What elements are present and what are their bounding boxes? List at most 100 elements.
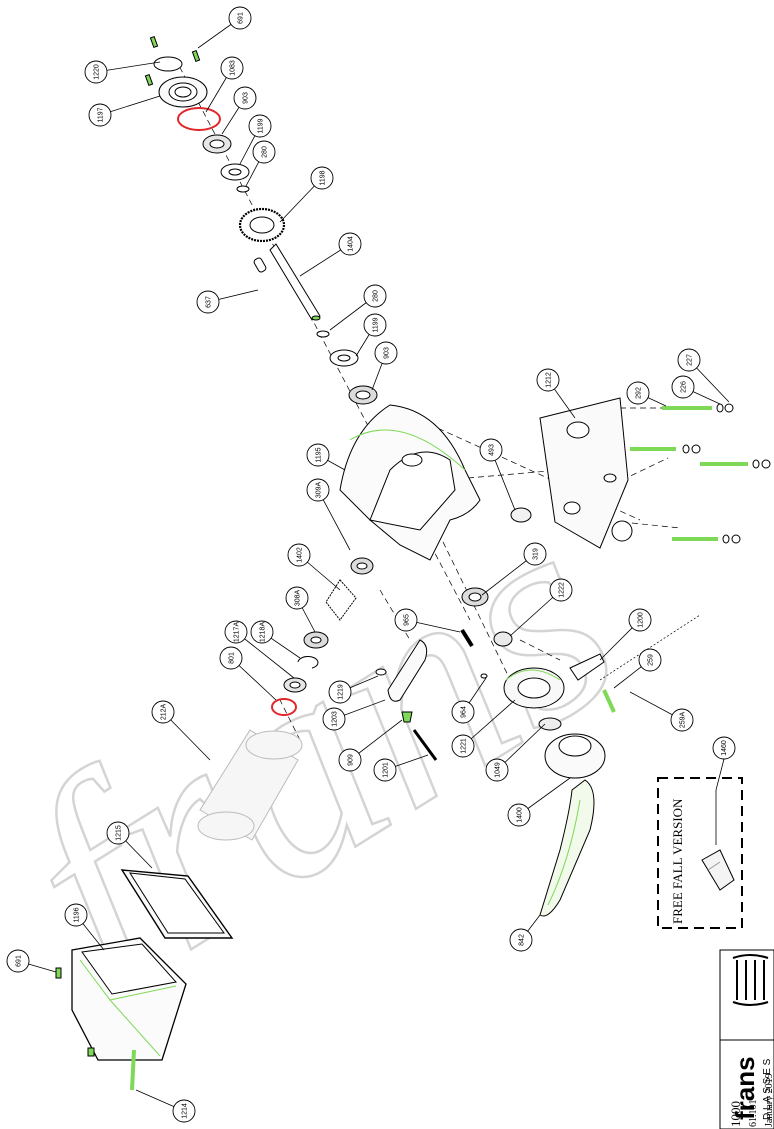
pin-1201 bbox=[412, 729, 438, 761]
stud-292-d bbox=[672, 534, 741, 544]
label-bubble bbox=[84, 60, 108, 84]
label-text: 280 bbox=[373, 290, 380, 302]
label-bubble bbox=[373, 758, 397, 782]
plate-1212 bbox=[539, 397, 629, 549]
label-bubble bbox=[252, 140, 276, 164]
shaft-1404 bbox=[269, 243, 321, 321]
label-bubble bbox=[671, 375, 695, 399]
part-label-801: 801 bbox=[219, 646, 277, 701]
label-text: 1404 bbox=[348, 236, 355, 252]
label-text: 1220 bbox=[94, 64, 101, 80]
lever-1203 bbox=[387, 639, 428, 702]
label-text: 903 bbox=[384, 347, 391, 359]
label-text: 319 bbox=[533, 548, 540, 560]
drawing-number: 61.101 bbox=[748, 1100, 759, 1128]
part-label-309A: 309A bbox=[306, 478, 351, 551]
label-text: 1049 bbox=[495, 762, 502, 778]
part-label-1212: 1212 bbox=[536, 368, 576, 419]
handle-842 bbox=[539, 779, 595, 917]
label-bubble bbox=[638, 648, 662, 672]
label-bubble bbox=[509, 928, 533, 952]
drawing-date: January 2019 bbox=[764, 1073, 774, 1127]
nut-909 bbox=[401, 711, 413, 723]
label-bubble bbox=[196, 290, 220, 314]
label-text: 1201 bbox=[383, 762, 390, 778]
label-bubble bbox=[536, 368, 560, 392]
part-label-1219: 1219 bbox=[328, 675, 379, 704]
label-text: 259A bbox=[680, 712, 687, 729]
part-label-1215: 1215 bbox=[106, 821, 153, 869]
screw-691-b bbox=[191, 49, 201, 63]
part-label-1402: 1402 bbox=[287, 543, 341, 591]
label-text: 1195 bbox=[316, 447, 323, 462]
washer-1219 bbox=[375, 668, 387, 676]
label-text: 212A bbox=[161, 704, 168, 721]
part-label-212A: 212A bbox=[151, 700, 211, 761]
part-label-226: 226 bbox=[671, 375, 721, 405]
screw-259 bbox=[602, 689, 616, 713]
label-bubble bbox=[228, 6, 252, 30]
label-bubble bbox=[626, 381, 650, 405]
part-label-909: 909 bbox=[338, 719, 403, 772]
part-label-964: 964 bbox=[451, 677, 487, 724]
label-bubble bbox=[6, 949, 30, 973]
label-text: 1221 bbox=[461, 738, 468, 754]
part-label-259A: 259A bbox=[629, 691, 694, 732]
label-bubble bbox=[224, 620, 248, 644]
part-label-280: 280 bbox=[245, 140, 276, 187]
circlip-280-lower bbox=[316, 330, 330, 338]
oring-801 bbox=[271, 698, 297, 716]
part-label-227: 227 bbox=[677, 348, 730, 403]
label-text: 227 bbox=[687, 354, 694, 366]
free-fall-title: FREE FALL VERSION bbox=[670, 798, 685, 924]
label-text: 1400 bbox=[517, 807, 524, 823]
screw-box-b bbox=[87, 1047, 95, 1057]
part-label-1218A: 1218A bbox=[250, 620, 301, 659]
leader-line bbox=[462, 699, 516, 747]
part-label-493: 493 bbox=[479, 438, 516, 511]
screw-1214 bbox=[130, 1049, 136, 1091]
label-text: 1402 bbox=[297, 547, 304, 563]
circlip-1218A bbox=[297, 656, 319, 669]
label-bubble bbox=[106, 821, 130, 845]
label-bubble bbox=[338, 748, 362, 772]
label-text: 691 bbox=[238, 12, 245, 24]
ring-1220 bbox=[153, 56, 183, 72]
motor-212A bbox=[197, 729, 303, 841]
label-bubble bbox=[233, 86, 257, 110]
label-bubble bbox=[219, 646, 243, 670]
part-964 bbox=[480, 673, 488, 679]
gasket-1083 bbox=[177, 107, 221, 131]
label-text: 842 bbox=[519, 934, 526, 946]
label-bubble bbox=[310, 166, 334, 190]
label-text: 1212 bbox=[546, 372, 553, 388]
parts-drawing bbox=[55, 35, 771, 1091]
label-text: 909 bbox=[348, 754, 355, 766]
title-block: frans D L A S S E S 1000 61.101 January … bbox=[719, 949, 774, 1129]
label-bubble bbox=[328, 680, 352, 704]
label-bubble bbox=[306, 443, 330, 467]
label-bubble bbox=[363, 284, 387, 308]
part-label-903: 903 bbox=[221, 86, 257, 135]
label-bubble bbox=[322, 707, 346, 731]
part-label-637: 637 bbox=[196, 289, 259, 314]
stud-292-c bbox=[700, 459, 771, 469]
part-label-1217A: 1217A bbox=[224, 620, 295, 679]
part-label-1195: 1195 bbox=[306, 443, 346, 471]
screw-691-a bbox=[149, 35, 159, 49]
part-label-1221: 1221 bbox=[451, 699, 516, 758]
label-text: 1198 bbox=[320, 170, 327, 185]
label-bubble bbox=[250, 620, 274, 644]
label-bubble bbox=[287, 543, 311, 567]
part-label-1197: 1197 bbox=[88, 95, 161, 127]
label-bubble bbox=[151, 700, 175, 724]
washer-plate bbox=[611, 520, 633, 542]
label-text: 903 bbox=[243, 92, 250, 104]
part-label-1400: 1400 bbox=[507, 777, 571, 827]
part-label-1214: 1214 bbox=[135, 1089, 196, 1123]
label-text: 1222 bbox=[559, 582, 566, 598]
label-text: 964 bbox=[461, 706, 468, 718]
label-text: 1203 bbox=[332, 711, 339, 727]
screw-691-c bbox=[144, 73, 154, 87]
